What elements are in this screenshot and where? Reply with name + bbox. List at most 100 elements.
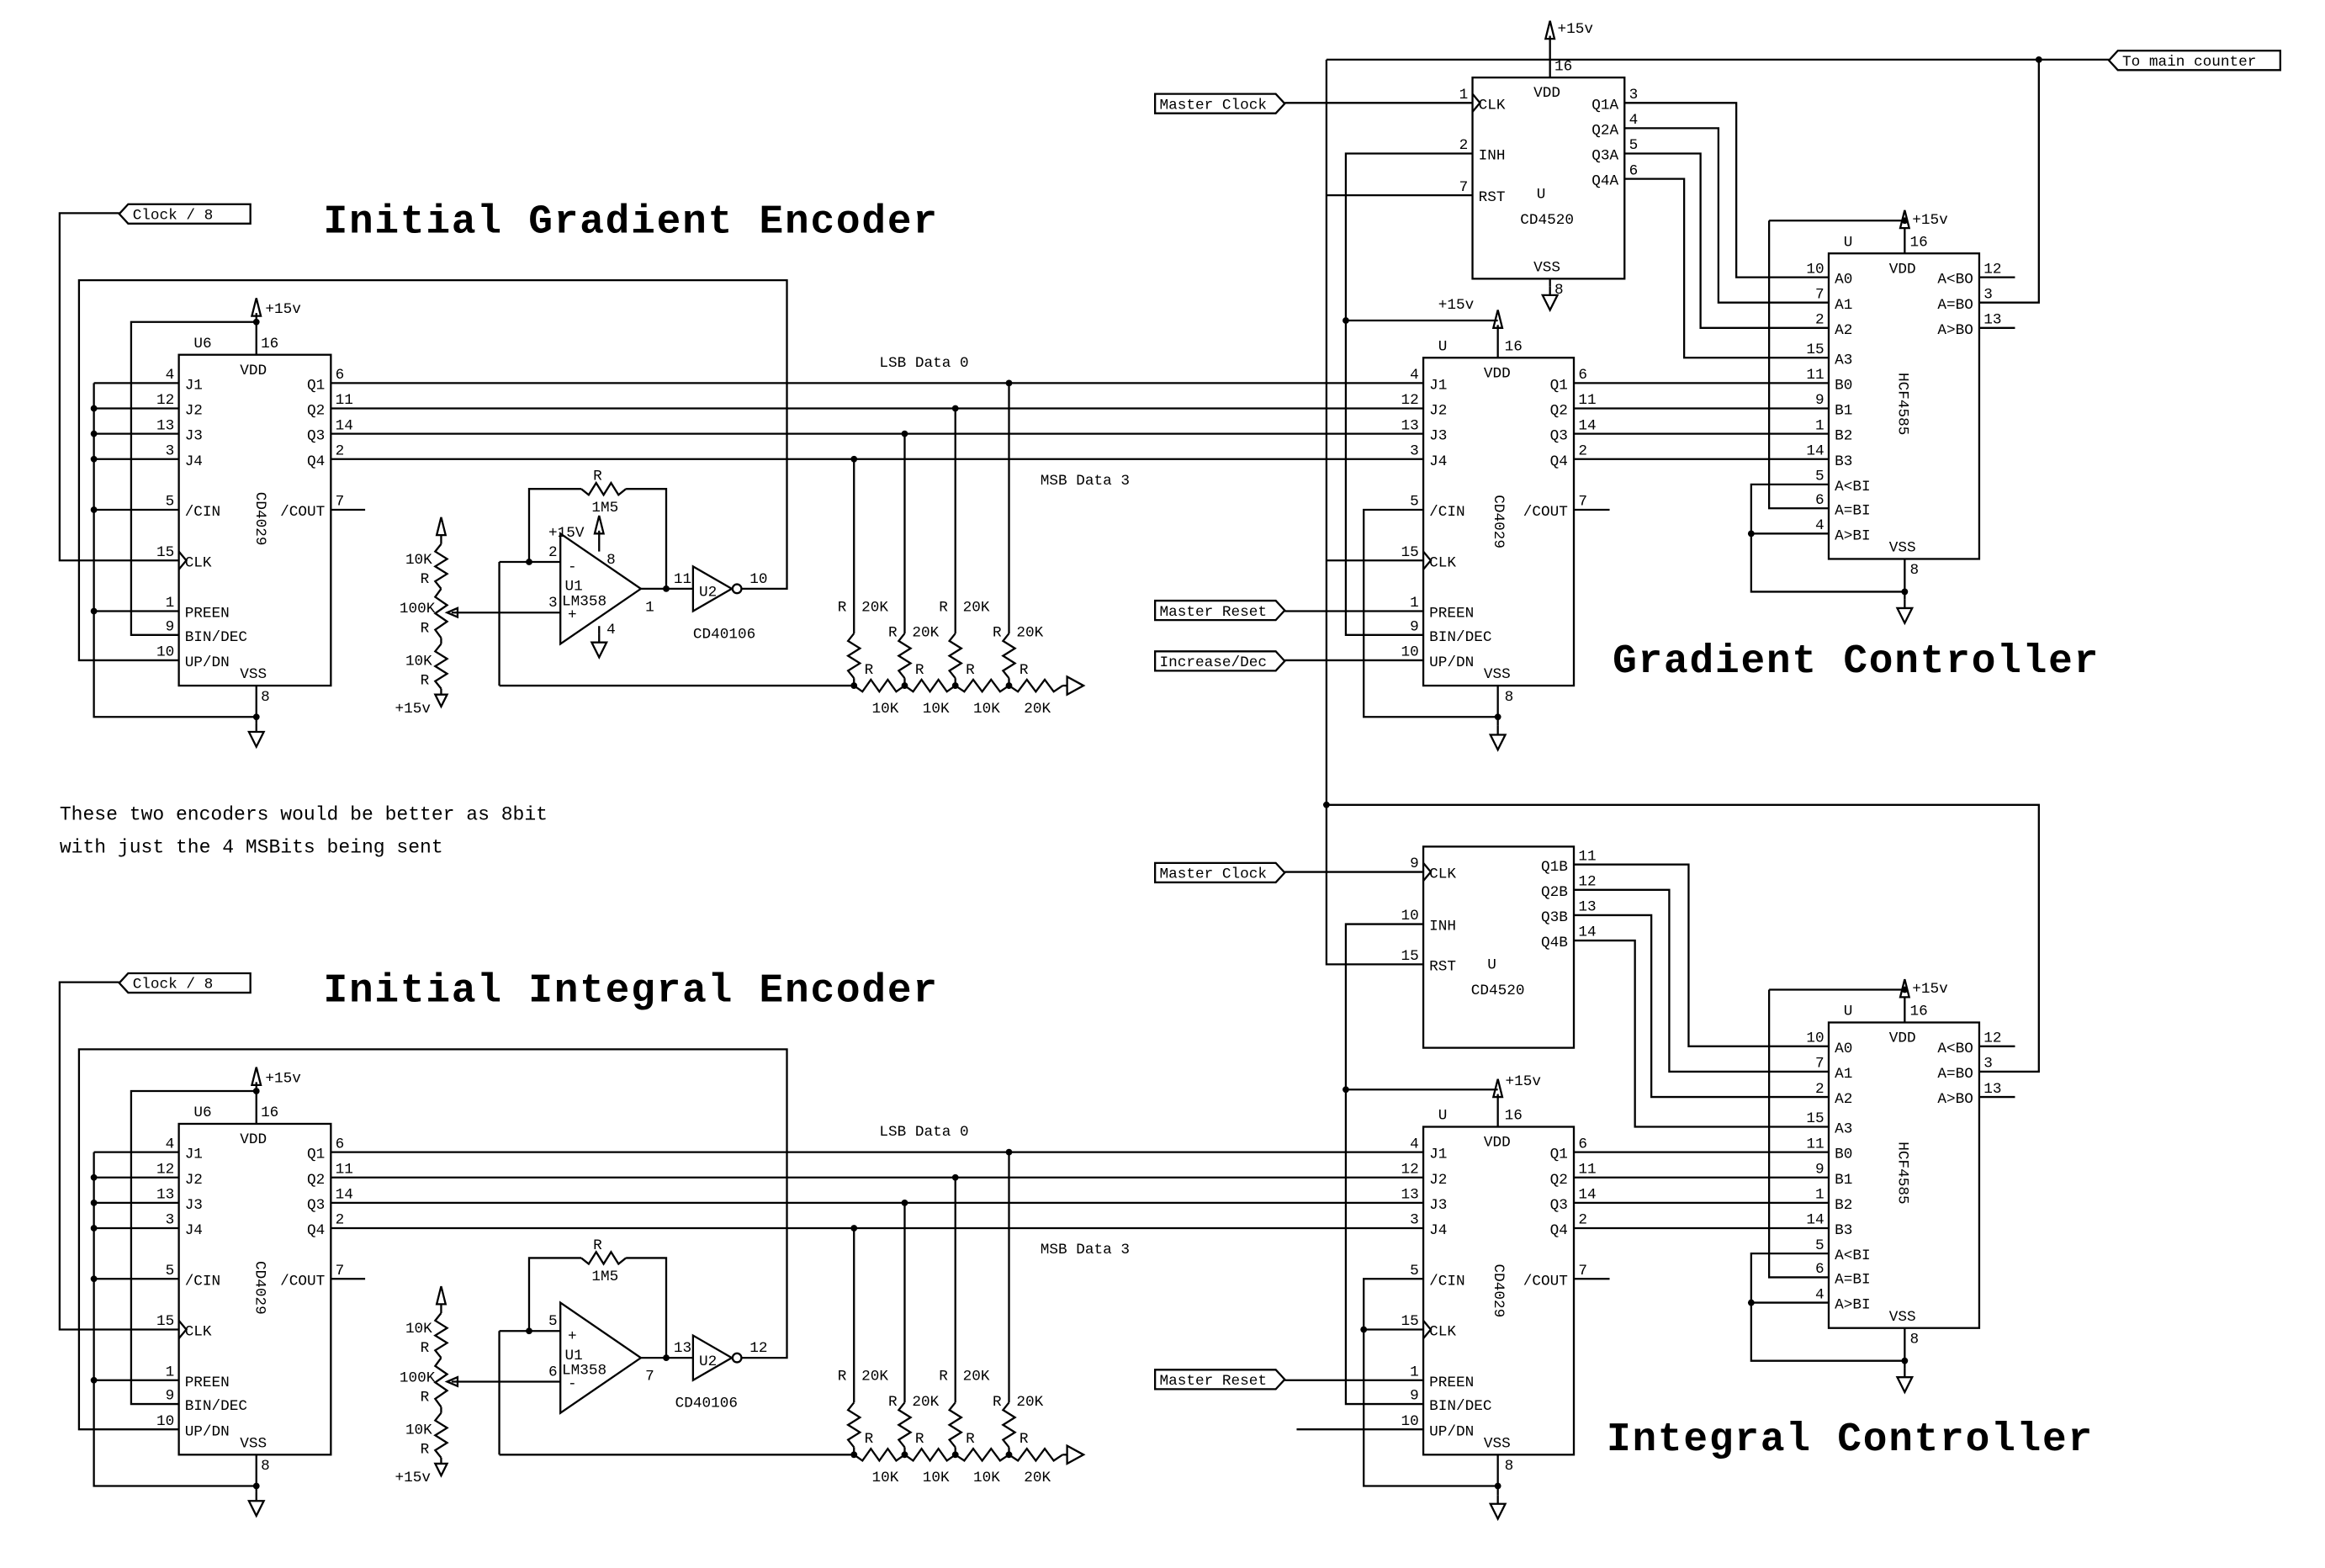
gradient-hcf4585-pin-number: 5 xyxy=(1815,469,1825,485)
integral-encoder-cd4029-pin-number: 10 xyxy=(156,1413,174,1430)
integral-encoder-cd4029-ref-label: U6 xyxy=(193,1104,211,1121)
gradient-hcf4585-pin-label: A1 xyxy=(1835,297,1852,314)
integral-ctrl-cd4029-pin-number: 16 xyxy=(1505,1108,1523,1125)
junction-dot xyxy=(1901,986,1909,993)
ground-icon xyxy=(1895,1376,1915,1395)
ground-icon xyxy=(247,730,266,750)
power-arrow-icon xyxy=(433,1462,449,1478)
ladder-value: 20K xyxy=(861,1369,888,1385)
ladder-value: 20K xyxy=(1016,625,1043,642)
gradient-ctrl-cd4029-pin-number: 5 xyxy=(1410,494,1419,511)
increase-dec-port xyxy=(1153,650,1286,672)
integral-encoder-cd4029-pin-number: 15 xyxy=(156,1313,174,1330)
gradient-hcf4585-vdd-label: VDD xyxy=(1889,261,1916,278)
junction-dot xyxy=(901,430,908,437)
clock-input-icon xyxy=(177,1320,188,1339)
integral-cd4520-pin-label: RST xyxy=(1429,958,1456,975)
inverter-pin: 11 xyxy=(674,571,691,588)
gradient-cd4520-pin-number: 6 xyxy=(1629,162,1639,179)
gradient-hcf4585-pin-label: B2 xyxy=(1835,428,1852,445)
integral-ctrl-cd4029-pin-label: PREEN xyxy=(1429,1375,1474,1391)
opamp-icon xyxy=(559,1300,643,1415)
wire xyxy=(626,1257,668,1359)
junction-dot xyxy=(1343,1086,1349,1094)
gradient-encoder-cd4029-pin-label: Q4 xyxy=(307,453,325,470)
vcc-label: +15v xyxy=(265,301,301,318)
power-arrow-icon xyxy=(250,298,262,317)
gradient-ctrl-part: CD4029 xyxy=(1490,495,1507,548)
integral-hcf4585-pin-number: 3 xyxy=(1983,1056,1993,1073)
gradient-ctrl-cd4029-pin-number: 2 xyxy=(1578,442,1587,459)
wire xyxy=(58,981,179,1331)
gradient-ctrl-cd4029-pin-label: /CIN xyxy=(1429,504,1465,521)
integral-cd4520-pin-number: 9 xyxy=(1410,856,1419,872)
wire xyxy=(93,1152,257,1487)
resistor-icon xyxy=(433,1412,449,1459)
feedback-ref: R xyxy=(593,469,602,485)
integral-hcf4585-pin-label: A1 xyxy=(1835,1066,1852,1083)
integral-ctrl-cd4029-pin-number: 12 xyxy=(1401,1161,1418,1178)
pot-ref: R xyxy=(421,1340,430,1357)
ladder-ref: R xyxy=(915,1431,924,1448)
gradient-encoder-cd4029-pin-label: CLK xyxy=(185,554,212,571)
ladder-value: 20K xyxy=(1016,1394,1043,1411)
integral-ctrl-part: CD4029 xyxy=(1490,1264,1507,1318)
gradient-ctrl-cd4029-pin-number: 16 xyxy=(1505,338,1523,355)
lsb-label: LSB Data 0 xyxy=(879,355,968,372)
gradient-ctrl-cd4029-pin-number: 15 xyxy=(1401,544,1418,561)
ladder-value: 10K xyxy=(923,1470,950,1486)
opamp-pin: 7 xyxy=(645,1369,654,1385)
integral-encoder-cd4029-pin-number: 11 xyxy=(336,1161,353,1178)
gradient-encoder-cd4029-pin-number: 4 xyxy=(166,367,175,384)
integral-encoder-cd4029-pin-number: 2 xyxy=(336,1212,345,1229)
resistor-icon xyxy=(1001,633,1017,679)
integral-cd4520-pin-number: 15 xyxy=(1401,948,1418,965)
ladder-ref: R xyxy=(838,599,847,616)
integral-encoder-cd4029-pin-number: 7 xyxy=(336,1263,345,1279)
gradient-hcf4585-pin-number: 7 xyxy=(1815,286,1825,303)
junction-dot xyxy=(1901,217,1909,225)
master-reset-port xyxy=(1153,599,1286,622)
integral-cd4520-pin-label: Q3B xyxy=(1541,909,1568,926)
gradient-ctrl-cd4029-pin-label: /COUT xyxy=(1523,504,1568,521)
wire xyxy=(1574,939,1829,1128)
integral-encoder-cd4029-pin-number: 3 xyxy=(166,1212,175,1229)
gradient-hcf4585-pin-label: B3 xyxy=(1835,453,1852,470)
ground-icon xyxy=(1488,734,1507,752)
opamp-ref: U1 xyxy=(565,579,583,596)
inverter-bubble-icon xyxy=(731,583,743,595)
junction-dot xyxy=(1360,1326,1368,1333)
opamp-part: LM358 xyxy=(562,1363,606,1380)
feedback-value: 1M5 xyxy=(591,500,618,516)
integral-encoder-cd4029-pin-number: 4 xyxy=(166,1136,175,1152)
integral-encoder-cd4029-pin-label: Q1 xyxy=(307,1147,325,1163)
gradient-cd4520-pin-label: Q4A xyxy=(1591,173,1618,190)
inverter-icon xyxy=(691,1333,734,1382)
integral-cd4520-pin-label: CLK xyxy=(1429,866,1456,883)
integral-cd4520-pin-label: INH xyxy=(1429,919,1456,935)
integral-encoder-cd4029-pin-number: 6 xyxy=(336,1136,345,1152)
gradient-ctrl-cd4029-pin-label: J4 xyxy=(1429,453,1447,470)
integral-hcf4585-pin-number: 7 xyxy=(1815,1056,1825,1073)
integral-ctrl-cd4029-pin-number: 8 xyxy=(1505,1458,1514,1475)
master-reset-port xyxy=(1153,1369,1286,1391)
integral-encoder-title: Initial Integral Encoder xyxy=(323,969,938,1014)
opamp-sign: - xyxy=(568,559,577,576)
gradient-ctrl-cd4029-pin-number: 14 xyxy=(1578,417,1596,434)
clock-div8-port xyxy=(118,203,252,225)
gradient-hcf4585-pin-number: 9 xyxy=(1815,392,1825,409)
gradient-hcf4585-pin-number: 3 xyxy=(1983,286,1993,303)
wire xyxy=(77,278,788,662)
gradient-ctrl-cd4029-pin-number: 13 xyxy=(1401,417,1418,434)
wire xyxy=(1750,483,1905,593)
gradient-cd4520-pin-number: 2 xyxy=(1459,137,1469,154)
integral-ctrl-cd4029-pin-number: 1 xyxy=(1410,1364,1419,1380)
gradient-encoder-part: CD4029 xyxy=(252,492,268,546)
gradient-hcf4585-pin-label: A2 xyxy=(1835,322,1852,339)
integral-ctrl-cd4029-pin-label: J3 xyxy=(1429,1197,1447,1214)
resistor-icon xyxy=(580,480,627,497)
integral-ctrl-cd4029-pin-number: 2 xyxy=(1578,1212,1587,1229)
gradient-cd4520-pin-label: INH xyxy=(1479,148,1506,165)
gradient-hcf4585-pin-number: 6 xyxy=(1815,492,1825,509)
integral-hcf4585-pin-number: 6 xyxy=(1815,1261,1825,1278)
